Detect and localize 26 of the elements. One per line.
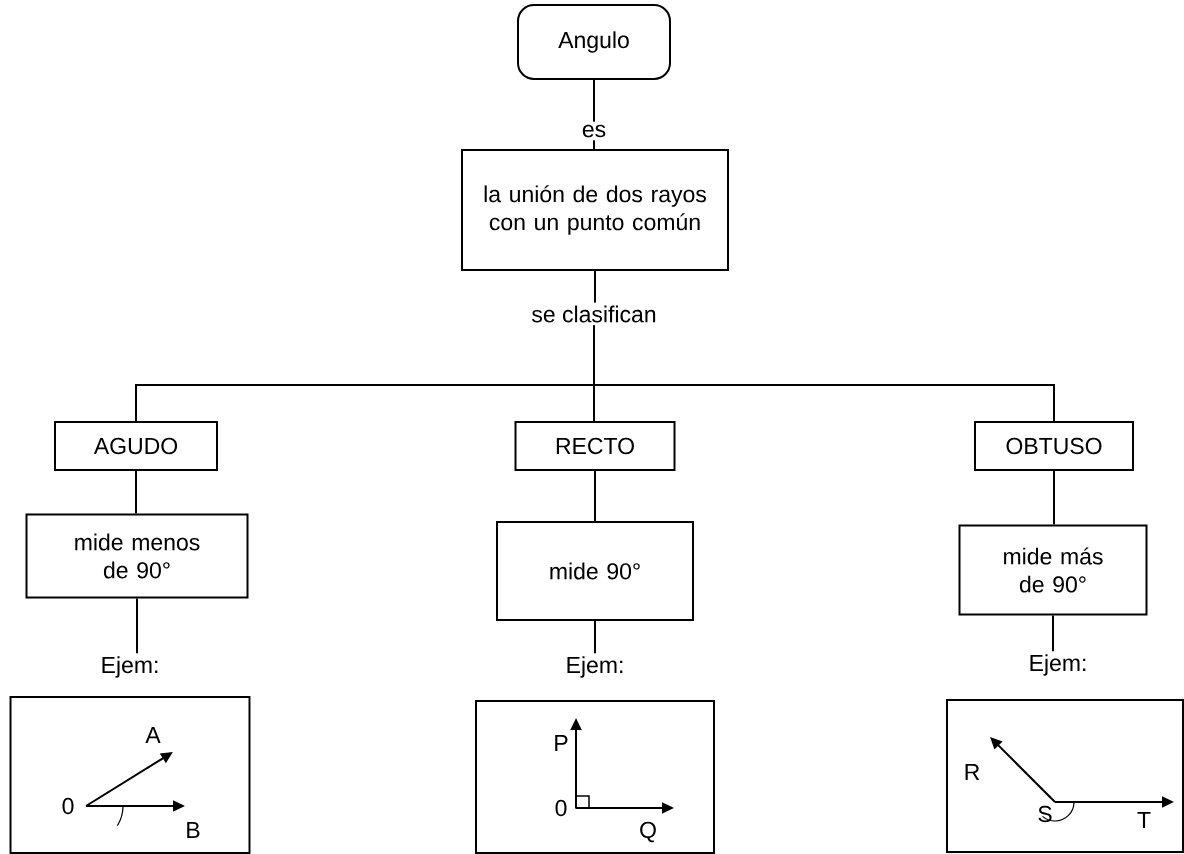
concept-box: mide menos de 90°: [25, 513, 249, 599]
connector-line: [593, 324, 1055, 422]
example-box: P 0 Q: [475, 700, 715, 854]
connector-line: [593, 139, 595, 150]
connector-line: [135, 470, 137, 515]
rounded-box: Angulo: [517, 4, 671, 80]
concept-box: AGUDO: [54, 421, 218, 471]
linking-text: Ejem:: [563, 654, 627, 680]
concept-box: la unión de dos rayos con un punto común: [461, 149, 729, 271]
connector-line: [593, 79, 595, 123]
concept-box: RECTO: [514, 421, 676, 471]
connector-line: [1052, 614, 1054, 653]
example-box: R S T: [946, 699, 1184, 853]
linking-text: Ejem:: [98, 654, 162, 680]
connector-line: [594, 470, 596, 522]
linking-text: se clasifican: [529, 303, 659, 325]
connector-line: [594, 620, 596, 655]
connector-line: [136, 597, 138, 655]
linking-text: es: [579, 122, 609, 140]
connector-line: [594, 270, 596, 304]
concept-box: OBTUSO: [974, 421, 1134, 471]
concept-box: mide 90°: [496, 521, 694, 621]
connector-line: [1053, 470, 1055, 526]
example-box: A 0 B: [9, 696, 251, 854]
linking-text: Ejem:: [1026, 652, 1090, 678]
concept-box: mide más de 90°: [958, 524, 1148, 616]
